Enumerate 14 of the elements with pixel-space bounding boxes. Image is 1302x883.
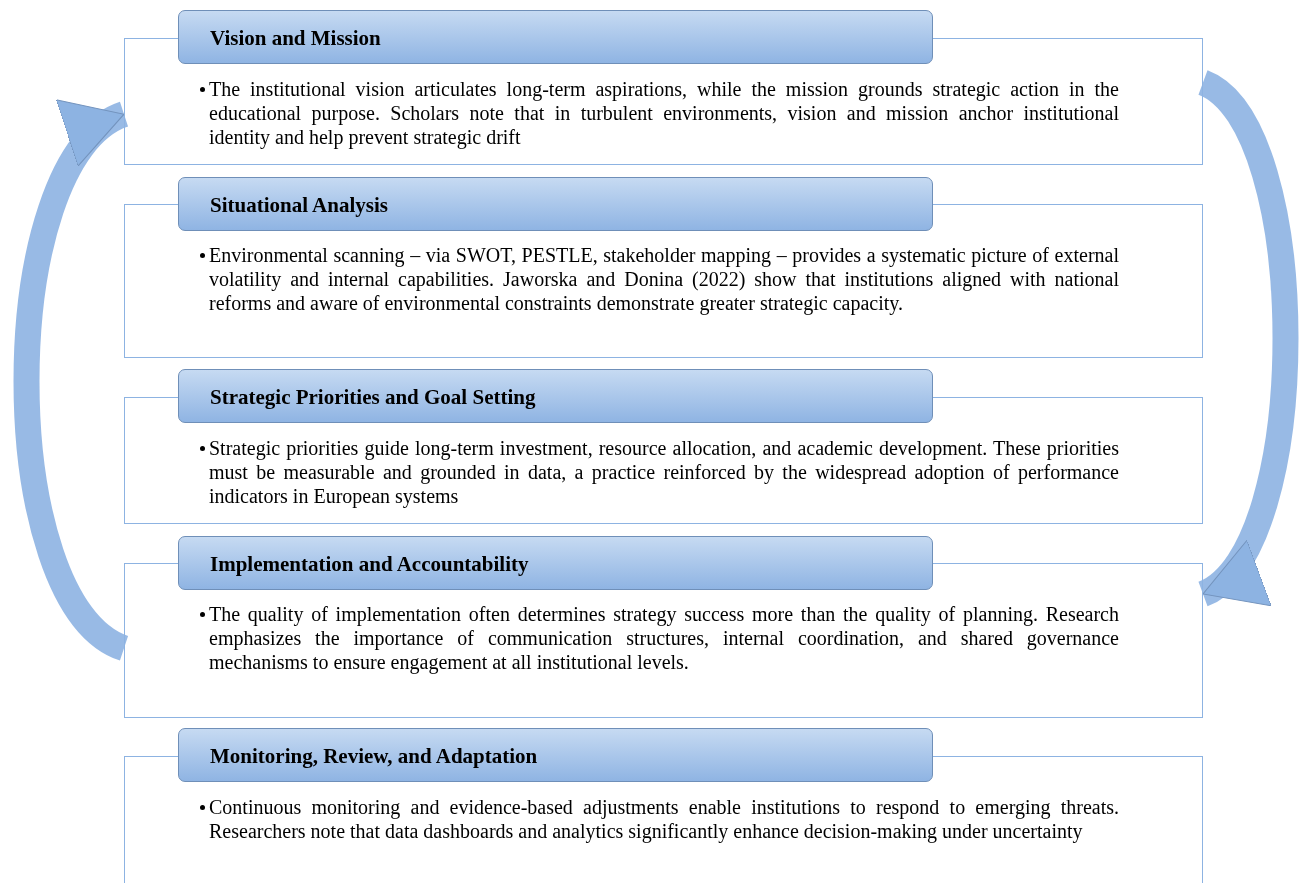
heading-tab: Implementation and Accountability <box>178 536 933 590</box>
bullet-paragraph: Environmental scanning – via SWOT, PESTLE, stakeholder mapping – provides a systematic picture of external volatility and internal capabilities. Jaworska and Donina (2022) show that institutions aligned with national reforms and aware of environmental constraints demonstrate greater strategic capacity. <box>209 243 1119 315</box>
bullet-paragraph: Strategic priorities guide long-term investment, resource allocation, and academic development. These priorities must be measurable and grounded in data, a practice reinforced by the widespread adoption of performance indicators in European systems <box>209 436 1119 508</box>
heading-tab: Strategic Priorities and Goal Setting <box>178 369 933 423</box>
bullet-paragraph: Continuous monitoring and evidence-based adjustments enable institutions to respond to emerging threats. Researchers note that data dashboards and analytics significantly enhance decision-making under uncertainty <box>209 795 1119 843</box>
bullet-paragraph: The quality of implementation often determines strategy success more than the quality of planning. Research emphasizes the importance of communication structures, internal coordination, and shared governance mechanisms to ensure engagement at all institutional levels. <box>209 602 1119 674</box>
bullet-paragraph: The institutional vision articulates long-term aspirations, while the mission grounds strategic action in the educational purpose. Scholars note that in turbulent environments, vision and mission anchor institutional identity and help prevent strategic drift <box>209 77 1119 149</box>
section-block <box>124 369 1203 524</box>
heading-tab: Situational Analysis <box>178 177 933 231</box>
heading-tab: Monitoring, Review, and Adaptation <box>178 728 933 782</box>
section-block <box>124 728 1203 883</box>
section-block <box>124 10 1203 165</box>
heading-tab: Vision and Mission <box>178 10 933 64</box>
curved-arrow <box>1195 71 1299 605</box>
